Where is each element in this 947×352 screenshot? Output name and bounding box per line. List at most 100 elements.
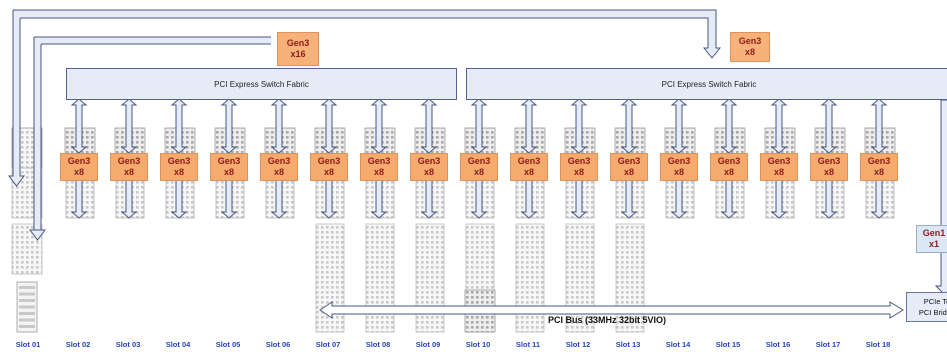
slot-down-arrow-2 — [70, 179, 88, 219]
slot-link-gen: Gen3 — [567, 156, 591, 166]
slot-link-width: x8 — [723, 167, 734, 177]
slot-link-width: x8 — [173, 167, 184, 177]
slot-label-2: Slot 02 — [65, 340, 91, 349]
slot-link-gen: Gen3 — [767, 156, 791, 166]
slot-link-width: x8 — [423, 167, 434, 177]
slot-label-15: Slot 15 — [715, 340, 741, 349]
slot-down-arrow-3 — [120, 179, 138, 219]
slot-label-3: Slot 03 — [115, 340, 141, 349]
slot-link-gen: Gen3 — [867, 156, 891, 166]
slot-label-1: Slot 01 — [15, 340, 41, 349]
slot-down-arrow-12 — [570, 179, 588, 219]
switch-fabric-right: PCI Express Switch Fabric — [466, 68, 947, 100]
slot-link-width: x8 — [523, 167, 534, 177]
slot-link-width: x8 — [73, 167, 84, 177]
slot-label-13: Slot 13 — [615, 340, 641, 349]
slot-link-gen: Gen3 — [417, 156, 441, 166]
slot-down-arrow-14 — [670, 179, 688, 219]
uplink-x8-gen: Gen3 — [738, 36, 762, 46]
slot-label-12: Slot 12 — [565, 340, 591, 349]
slot-label-11: Slot 11 — [515, 340, 541, 349]
slot-link-gen: Gen3 — [267, 156, 291, 166]
uplink-head-right — [702, 47, 722, 59]
pci-bus-arrow — [319, 301, 904, 319]
slot-label-16: Slot 16 — [765, 340, 791, 349]
uplink-x16-width: x16 — [290, 49, 306, 59]
slot-down-arrow-11 — [520, 179, 538, 219]
uplink-head-slot-b — [29, 229, 46, 241]
bridge-feed-arrow — [934, 99, 947, 295]
slot-label-6: Slot 06 — [265, 340, 291, 349]
slot-label-18: Slot 18 — [865, 340, 891, 349]
slot-connector-18 — [864, 127, 896, 219]
pcie-to-pci-bridge: PCIe To PCI Bridge — [906, 292, 947, 322]
slot-down-arrow-4 — [170, 179, 188, 219]
slot-link-gen: Gen3 — [817, 156, 841, 166]
slot-link-width: x8 — [223, 167, 234, 177]
slot-link-width: x8 — [573, 167, 584, 177]
slot-down-arrow-17 — [820, 179, 838, 219]
uplink-route-left — [33, 36, 271, 232]
uplink-x8-width: x8 — [744, 47, 755, 57]
slot-label-7: Slot 07 — [315, 340, 341, 349]
slot-link-gen: Gen3 — [67, 156, 91, 166]
slot-link-width: x8 — [773, 167, 784, 177]
uplink-route-right — [12, 9, 717, 178]
bridge-line-2: PCI Bridge — [918, 308, 947, 317]
slot-link-width: x8 — [273, 167, 284, 177]
bridge-link-label: Gen1 x1 — [916, 225, 947, 253]
bridge-line-1: PCIe To — [923, 297, 947, 306]
slot-label-9: Slot 09 — [415, 340, 441, 349]
slot-link-width: x8 — [823, 167, 834, 177]
slot-link-gen: Gen3 — [317, 156, 341, 166]
uplink-x16-label: Gen3 x16 — [277, 32, 319, 66]
slot-down-arrow-15 — [720, 179, 738, 219]
slot-label-4: Slot 04 — [165, 340, 191, 349]
slot-link-width: x8 — [673, 167, 684, 177]
slot-link-gen: Gen3 — [467, 156, 491, 166]
slot-label-17: Slot 17 — [815, 340, 841, 349]
uplink-x8-label: Gen3 x8 — [730, 32, 770, 62]
slot-link-gen: Gen3 — [217, 156, 241, 166]
slot-label-8: Slot 08 — [365, 340, 391, 349]
slot-down-arrow-7 — [320, 179, 338, 219]
slot-down-arrow-18 — [870, 179, 888, 219]
slot-down-arrow-13 — [620, 179, 638, 219]
slot-down-arrow-5 — [220, 179, 238, 219]
slot-down-arrow-16 — [770, 179, 788, 219]
slot-link-gen: Gen3 — [167, 156, 191, 166]
slot-label-10: Slot 10 — [465, 340, 491, 349]
slot-down-arrow-9 — [420, 179, 438, 219]
slot-link-gen: Gen3 — [117, 156, 141, 166]
switch-fabric-left: PCI Express Switch Fabric — [66, 68, 457, 100]
bridge-link-width: x1 — [928, 239, 939, 249]
bridge-link-gen: Gen1 — [922, 228, 946, 238]
slot-link-gen: Gen3 — [367, 156, 391, 166]
slot-link-gen: Gen3 — [617, 156, 641, 166]
slot-link-width: x8 — [873, 167, 884, 177]
slot-link-width: x8 — [373, 167, 384, 177]
slot-link-gen: Gen3 — [717, 156, 741, 166]
slot-down-arrow-10 — [470, 179, 488, 219]
slot-link-gen: Gen3 — [667, 156, 691, 166]
slot-link-gen: Gen3 — [517, 156, 541, 166]
